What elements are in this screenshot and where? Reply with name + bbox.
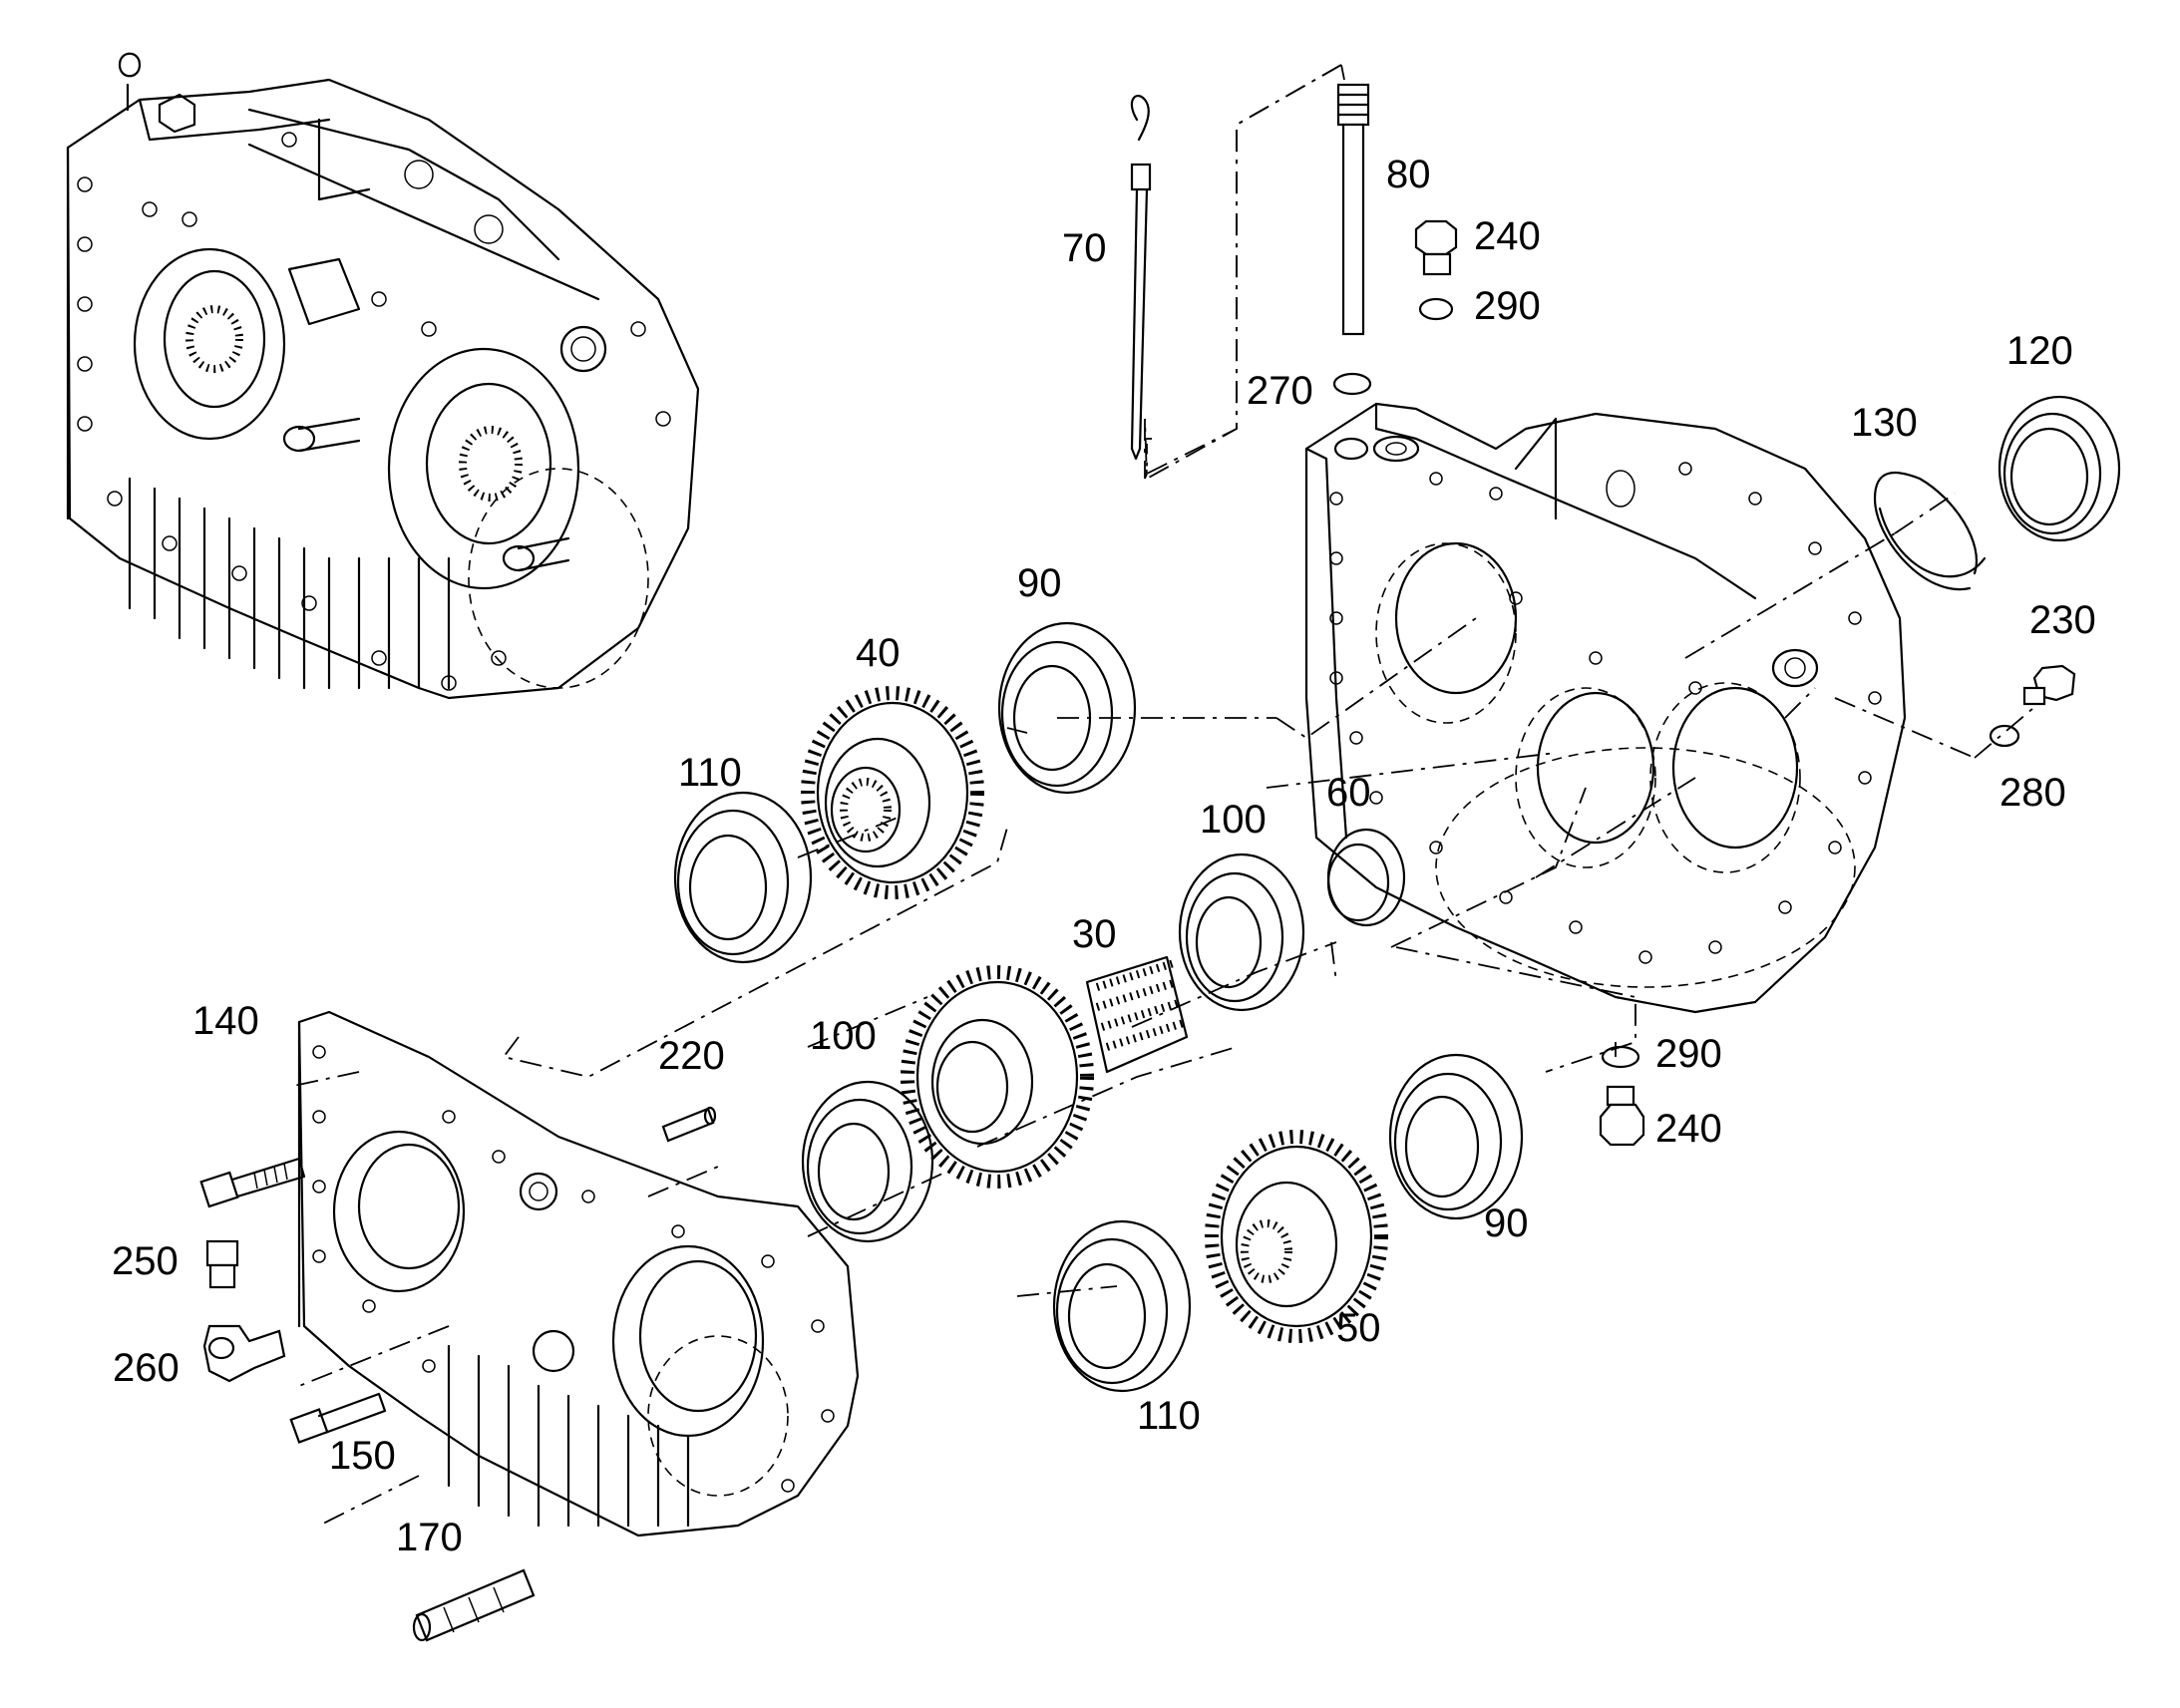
label-100-upper: 100	[1200, 798, 1267, 842]
part-240-plug-top	[1414, 219, 1458, 276]
label-70: 70	[1062, 226, 1107, 270]
part-70-dipstick	[1130, 95, 1152, 461]
label-40: 40	[856, 631, 901, 675]
label-50: 50	[1336, 1306, 1381, 1350]
part-90-bearing-upper	[997, 621, 1137, 795]
label-290-top: 290	[1474, 284, 1541, 328]
label-250: 250	[112, 1239, 179, 1283]
part-130-circlip	[1873, 471, 1987, 591]
label-120: 120	[2006, 329, 2073, 373]
label-140: 140	[192, 999, 259, 1043]
label-90-lower: 90	[1484, 1201, 1529, 1245]
part-120-shaft-seal	[1998, 395, 2121, 542]
part-60-ring	[1326, 828, 1406, 927]
label-150: 150	[329, 1434, 396, 1478]
label-110-lower: 110	[1137, 1394, 1201, 1438]
label-270: 270	[1247, 369, 1313, 413]
part-240-plug-lower	[1599, 1085, 1645, 1147]
part-150-bolt	[289, 1392, 387, 1444]
part-90-bearing-lower	[1388, 1053, 1524, 1220]
label-170: 170	[396, 1516, 463, 1559]
assembled-gearbox	[66, 52, 700, 700]
label-100-lower: 100	[810, 1014, 877, 1058]
part-140-bolt	[199, 1157, 306, 1208]
label-240-lower: 240	[1655, 1107, 1722, 1151]
part-30-gear-shaft	[901, 955, 1189, 1189]
part-290-seal-top	[1418, 297, 1454, 321]
part-80-tube	[1336, 83, 1370, 336]
label-30: 30	[1072, 912, 1117, 956]
part-170-stud	[412, 1568, 536, 1642]
part-270-seal	[1332, 372, 1372, 396]
label-80: 80	[1386, 153, 1431, 196]
part-220-pin	[661, 1106, 717, 1143]
label-260: 260	[113, 1346, 180, 1390]
label-110-upper: 110	[678, 751, 742, 795]
part-40-gear	[801, 686, 984, 899]
label-130: 130	[1851, 401, 1918, 445]
part-260-elbow	[202, 1324, 286, 1383]
part-50-gear	[1205, 1130, 1388, 1343]
label-90-upper: 90	[1017, 561, 1062, 605]
part-250-plug	[205, 1239, 239, 1289]
part-290-seal-lower	[1601, 1045, 1640, 1069]
front-cover	[297, 1010, 860, 1537]
assembly-axes	[288, 64, 2040, 1527]
label-280: 280	[1999, 771, 2066, 815]
label-230: 230	[2029, 598, 2096, 642]
part-100-bearing-upper	[1178, 853, 1305, 1012]
label-290-lower: 290	[1655, 1032, 1722, 1076]
part-110-bearing-upper	[673, 791, 813, 964]
label-60: 60	[1326, 771, 1371, 815]
part-labels: 70 80 240 290 270 120 130 230 280 90 40 …	[112, 153, 2096, 1559]
part-100-bearing-lower	[801, 1080, 934, 1243]
label-220: 220	[658, 1034, 725, 1078]
part-230-plug	[2022, 664, 2076, 706]
label-240-top: 240	[1474, 214, 1541, 258]
part-110-bearing-lower	[1052, 1219, 1192, 1393]
gearbox-housing	[1304, 402, 1907, 1014]
part-280-seal	[1989, 724, 2020, 748]
